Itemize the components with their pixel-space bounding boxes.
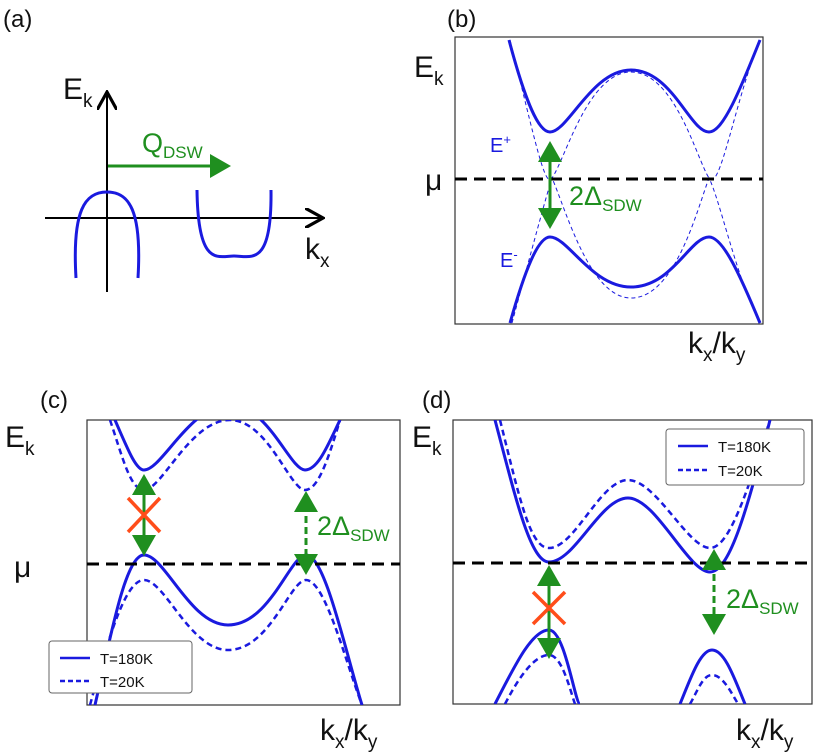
panel-c-lower-band-180K (93, 553, 364, 705)
panel-d-upper-band-20K (498, 420, 772, 550)
panel-d-legend-20K: T=20K (718, 463, 763, 480)
panel-c-legend: T=180K T=20K (48, 640, 193, 694)
panel-c-forbidden-cross (126, 496, 162, 534)
panel-c-mu-label: μ (14, 551, 31, 584)
panel-d-x-axis-label: kx/ky (736, 714, 794, 753)
panel-c-y-axis-label: Ek (5, 421, 35, 460)
panel-a-electron-pocket (195, 189, 273, 259)
panel-b-gap-label: 2ΔSDW (569, 181, 642, 215)
panel-b-bare-band-upper (509, 39, 761, 181)
panel-a-label: (a) (3, 6, 32, 33)
panel-b-upper-band (507, 39, 762, 134)
panel-b-upper-band-label: E+ (490, 132, 511, 157)
panel-c-lower-band-20K (88, 578, 364, 705)
panel-d-upper-band-180K (493, 420, 772, 574)
panel-a: (a) Ek kx QDSW (3, 6, 330, 292)
panel-a-nesting-vector-label: QDSW (142, 128, 203, 162)
panel-a-hole-pocket (73, 190, 141, 279)
panel-b-x-axis-label: kx/ky (688, 327, 746, 366)
panel-d-gap-label: 2ΔSDW (726, 584, 799, 618)
panel-c-gap-label: 2ΔSDW (317, 511, 390, 545)
panel-a-y-axis-label: Ek (63, 73, 93, 112)
panel-c-label: (c) (40, 387, 68, 414)
panel-c: (c) Ek μ 2ΔSDW T=180K T=20K kx/ky (5, 387, 401, 753)
panel-c-upper-band-180K (113, 420, 342, 472)
panel-b-mu-label: μ (425, 164, 442, 197)
panel-d-forbidden-cross (531, 590, 567, 626)
panel-c-upper-band-20K (108, 420, 342, 492)
panel-d-legend-180K: T=180K (718, 439, 771, 456)
panel-c-legend-180K: T=180K (100, 651, 153, 668)
panel-d-lower-band-180K (493, 628, 747, 704)
panel-d-y-axis-label: Ek (412, 421, 442, 460)
panel-c-x-axis-label: kx/ky (320, 714, 378, 753)
panel-c-legend-20K: T=20K (100, 674, 145, 691)
panel-d-label: (d) (422, 387, 451, 414)
panel-b-lower-band-label: E- (500, 247, 518, 272)
panel-b-label: (b) (447, 6, 476, 33)
panel-d-legend: T=180K T=20K (665, 428, 805, 486)
panel-d-lower-band-20K (503, 653, 740, 704)
panel-d: (d) Ek 2ΔSDW T=180K T=20K kx/ky (412, 387, 813, 753)
panel-b-y-axis-label: Ek (414, 51, 444, 90)
panel-a-x-axis-label: kx (305, 233, 330, 272)
panel-b: (b) Ek μ 2ΔSDW E+ E- kx/ky (414, 6, 764, 366)
panel-b-lower-band (508, 235, 762, 324)
